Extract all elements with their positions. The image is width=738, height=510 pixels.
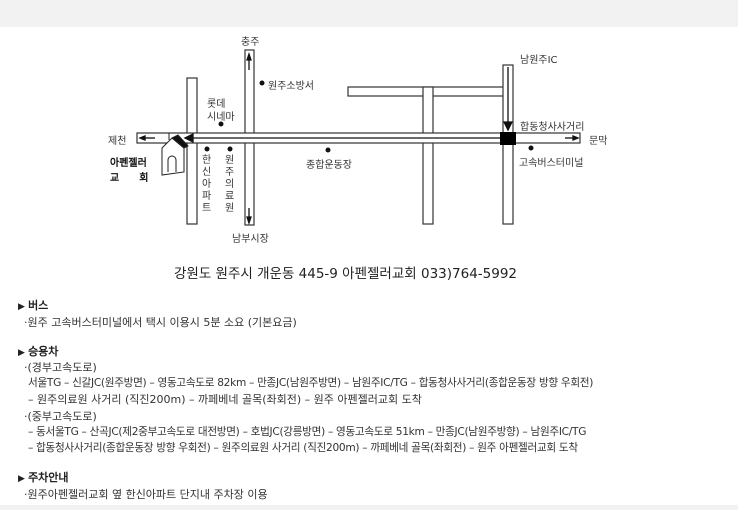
car-line: ·(중부고속도로) bbox=[24, 410, 97, 423]
arrow-left-icon bbox=[183, 132, 194, 144]
location-map bbox=[136, 49, 581, 226]
road-mid-vertical bbox=[422, 86, 434, 225]
section-title-bus: 버스 bbox=[18, 297, 48, 313]
label-jecheon: 제천 bbox=[108, 136, 127, 147]
label-medical-center: 원주의료원 bbox=[225, 155, 235, 214]
section-title-parking: 주차안내 bbox=[18, 469, 68, 485]
label-hanshin-apt: 한신아파트 bbox=[202, 155, 212, 214]
label-lotte-1: 롯데 bbox=[207, 99, 226, 110]
label-lotte-2: 시네마 bbox=[207, 112, 235, 123]
church-address: 강원도 원주시 개운동 445-9 아펜젤러교회 033)764-5992 bbox=[174, 266, 518, 282]
road-left-vertical bbox=[186, 77, 198, 225]
label-munmak: 문막 bbox=[589, 136, 608, 147]
car-line: – 원주의료원 사거리 (직진200m) – 까페베네 골목(좌회전) – 원주… bbox=[28, 393, 422, 406]
label-nambu-market: 남부시장 bbox=[232, 234, 269, 245]
label-church-2: 교 회 bbox=[110, 173, 149, 184]
label-fire-station: 원주소방서 bbox=[268, 81, 314, 92]
bus-line: ·원주 고속버스터미널에서 택시 이용시 5분 소요 (기본요금) bbox=[24, 316, 297, 329]
top-band bbox=[0, 0, 738, 27]
car-line: – 동서울TG – 산곡JC(제2중부고속도로 대전방면) – 호법JC(강릉방… bbox=[28, 426, 587, 438]
label-chungju: 충주 bbox=[241, 37, 260, 48]
church-icon bbox=[161, 133, 189, 176]
label-namwonju-ic: 남원주IC bbox=[520, 55, 558, 66]
car-line: 서울TG – 신갈JC(원주방면) – 영동고속도로 82km – 만종JC(남… bbox=[28, 377, 594, 389]
arrow-down-icon bbox=[502, 121, 514, 132]
label-church-1: 아펜젤러 bbox=[110, 158, 147, 169]
label-bus-terminal: 고속버스터미널 bbox=[519, 158, 584, 169]
section-title-car: 승용차 bbox=[18, 343, 58, 359]
hapdong-junction bbox=[500, 132, 516, 145]
label-hapdong: 합동청사사거리 bbox=[520, 122, 585, 133]
car-line: – 합동청사사거리(종합운동장 방향 우회전) – 원주의료원 사거리 (직진2… bbox=[28, 442, 578, 454]
parking-line: ·원주아펜젤러교회 옆 한신아파트 단지내 주차장 이용 bbox=[24, 488, 268, 501]
car-line: ·(경부고속도로) bbox=[24, 361, 97, 374]
label-stadium: 종합운동장 bbox=[306, 160, 352, 171]
bottom-band bbox=[0, 505, 738, 510]
